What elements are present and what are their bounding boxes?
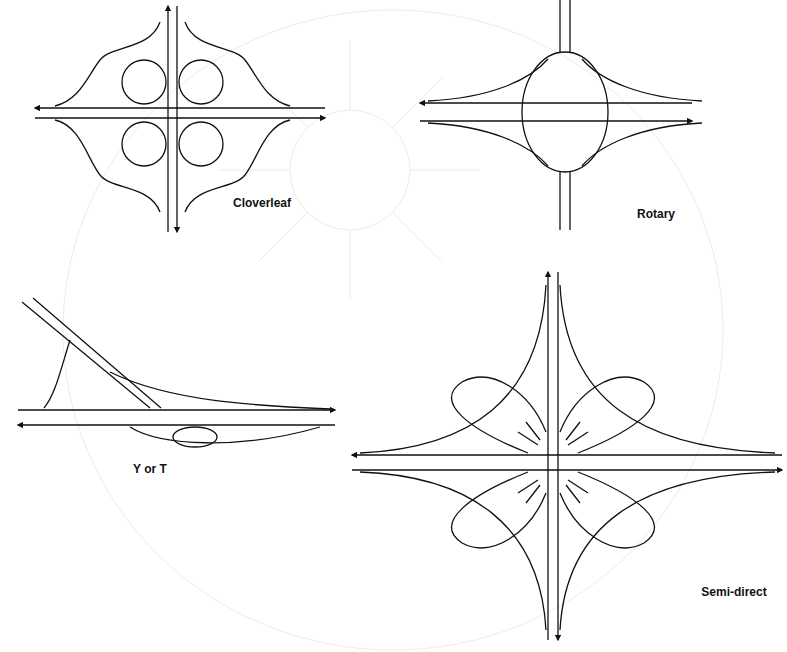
y-or-t-interchange: [18, 298, 335, 447]
figure-label: Rotary: [635, 207, 677, 221]
figure-label: Semi-direct: [699, 585, 768, 599]
figure-label: Y or T: [131, 462, 169, 476]
semi-direct-interchange: [352, 272, 782, 640]
rotary-interchange: [420, 0, 702, 230]
figure-label: Cloverleaf: [231, 196, 293, 210]
watermark: [63, 10, 723, 650]
cloverleaf-interchange: [35, 6, 325, 232]
